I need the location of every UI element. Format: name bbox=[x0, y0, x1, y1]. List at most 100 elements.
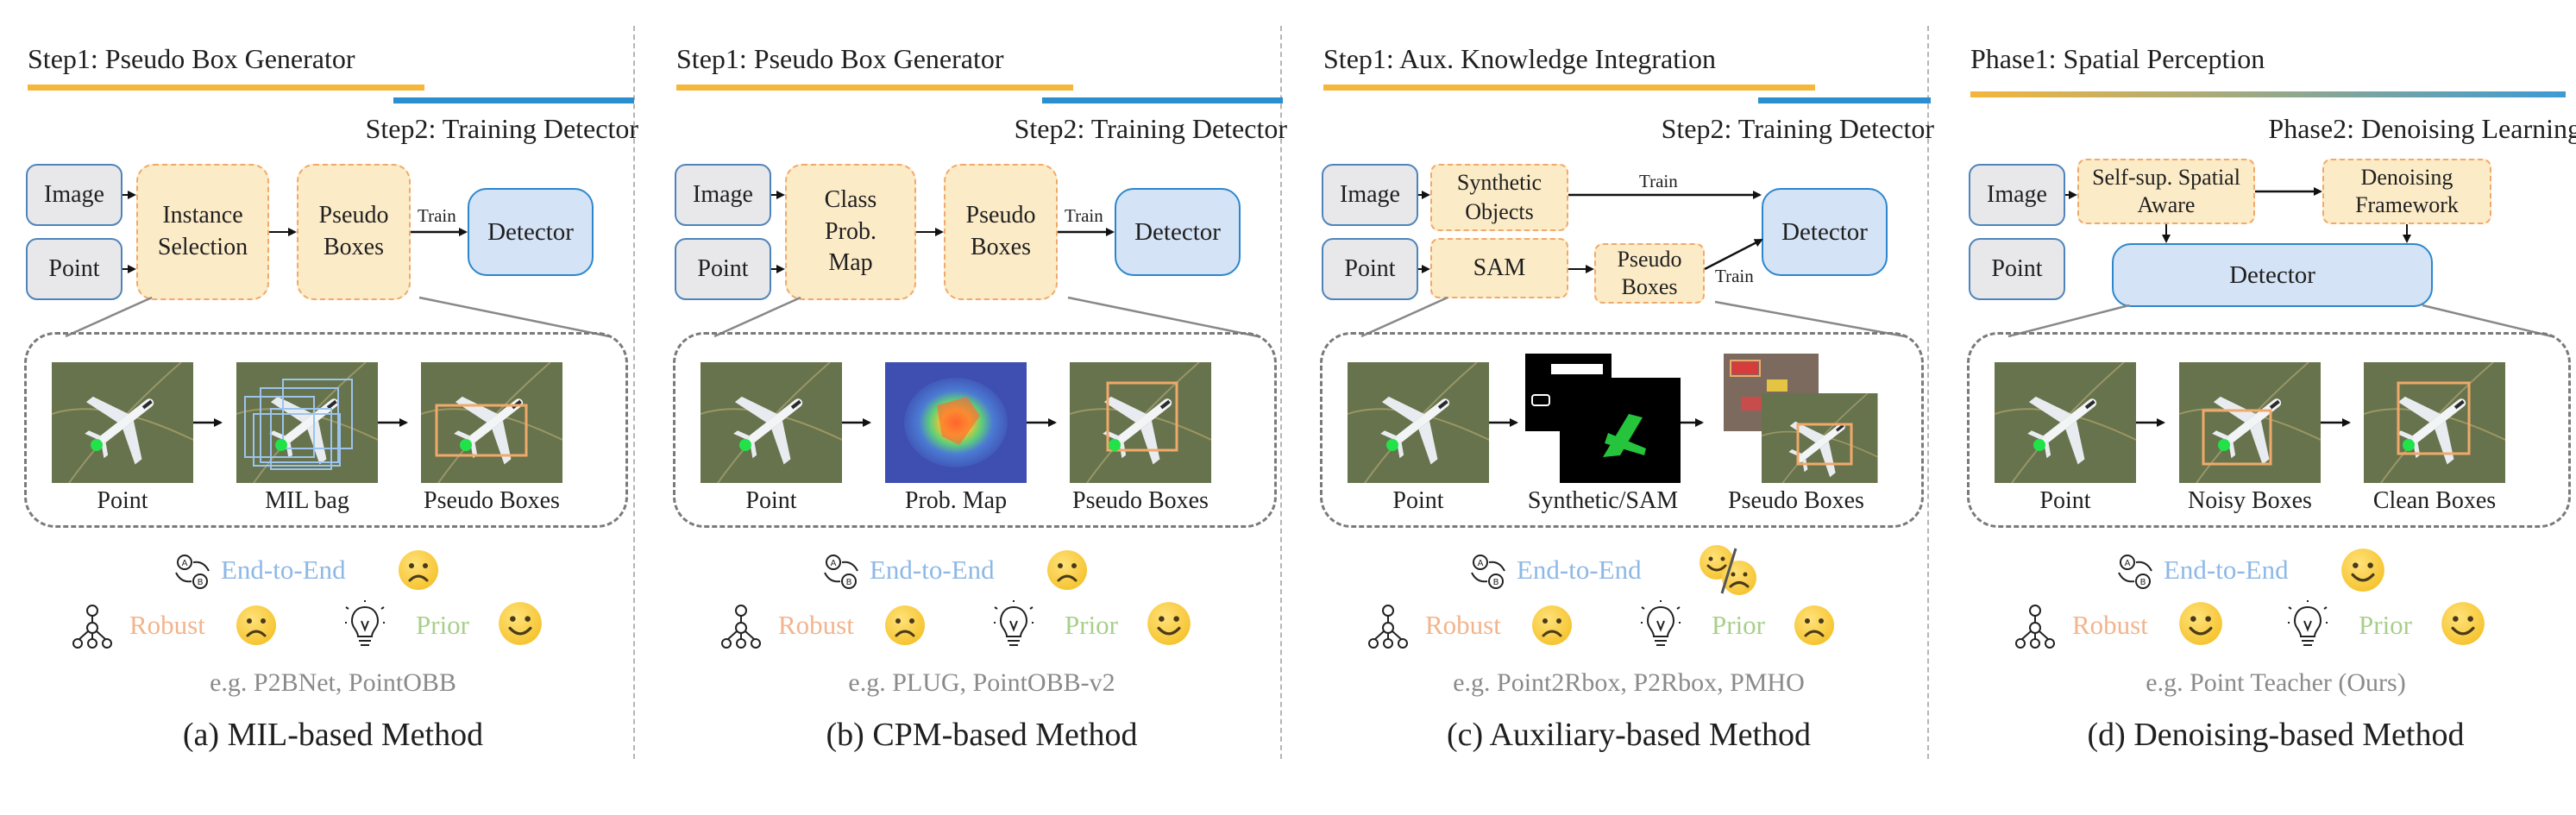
swap-icon: A B bbox=[2118, 555, 2152, 589]
caption-2: Noisy Boxes bbox=[2188, 487, 2312, 514]
panel-mil: Step1: Pseudo Box Generator Step2: Train… bbox=[14, 0, 652, 815]
caption-3: Clean Boxes bbox=[2372, 487, 2497, 514]
train-label: Train bbox=[1065, 205, 1103, 226]
svg-text:B: B bbox=[846, 578, 852, 587]
swap-icon: A B bbox=[175, 555, 210, 589]
point-input: Point bbox=[675, 238, 771, 300]
image-input: Image bbox=[675, 164, 771, 226]
step1-bar bbox=[1323, 85, 1815, 91]
end-to-end-label: End-to-End bbox=[1517, 555, 1642, 585]
caption-1: Point bbox=[1392, 487, 1444, 514]
point-thumbnail bbox=[1348, 362, 1489, 483]
happy-face-icon bbox=[2441, 602, 2485, 645]
happy-face-icon bbox=[1147, 602, 1191, 645]
panel-title: (c) Auxiliary-based Method bbox=[1446, 717, 1812, 753]
caption-1: Point bbox=[745, 487, 797, 514]
svg-text:A: A bbox=[182, 559, 188, 568]
step1-label: Step1: Aux. Knowledge Integration bbox=[1323, 43, 1717, 74]
sam-box: SAM bbox=[1430, 238, 1568, 298]
image-input: Image bbox=[1322, 164, 1418, 226]
panel-separator bbox=[633, 26, 635, 759]
svg-text:B: B bbox=[2140, 578, 2146, 587]
point-thumbnail bbox=[701, 362, 842, 483]
sad-face-icon bbox=[399, 550, 438, 590]
panel-title: (b) CPM-based Method bbox=[826, 717, 1138, 753]
detector-box: Detector bbox=[1115, 188, 1241, 276]
step1-bar bbox=[28, 85, 424, 91]
network-icon bbox=[72, 605, 112, 649]
pseudo-boxes-thumbnail bbox=[1724, 354, 1879, 483]
robust-label: Robust bbox=[2072, 610, 2148, 640]
step1-label: Step1: Pseudo Box Generator bbox=[28, 43, 355, 74]
panel-auxiliary: Step1: Aux. Knowledge Integration Step2:… bbox=[1310, 0, 1948, 815]
pseudo-boxes-box: Pseudo Boxes bbox=[944, 164, 1058, 300]
phase1-label: Phase1: Spatial Perception bbox=[1970, 43, 2265, 74]
pseudo-boxes-box: Pseudo Boxes bbox=[1594, 243, 1705, 304]
pseudo-boxes-box: Pseudo Boxes bbox=[297, 164, 411, 300]
bulb-icon bbox=[994, 600, 1034, 646]
example-strip bbox=[1320, 332, 1924, 528]
prior-label: Prior bbox=[1065, 610, 1118, 640]
detector-box: Detector bbox=[468, 188, 594, 276]
step2-label: Step2: Training Detector bbox=[1014, 113, 1287, 144]
example-strip bbox=[1967, 332, 2571, 528]
pseudo-boxes-thumbnail bbox=[1070, 362, 1211, 483]
happy-face-icon bbox=[499, 602, 542, 645]
noisy-boxes-thumbnail bbox=[2179, 362, 2321, 483]
caption-2: MIL bag bbox=[265, 487, 349, 514]
point-thumbnail bbox=[52, 362, 193, 483]
svg-text:B: B bbox=[198, 578, 204, 587]
class-prob-map-box: Class Prob. Map bbox=[785, 164, 916, 300]
panel-denoising: Phase1: Spatial Perception Phase2: Denoi… bbox=[1957, 0, 2576, 815]
prior-label: Prior bbox=[2359, 610, 2412, 640]
connector-lines bbox=[65, 191, 610, 427]
step1-label: Step1: Pseudo Box Generator bbox=[676, 43, 1004, 74]
robust-label: Robust bbox=[778, 610, 854, 640]
train-label: Train bbox=[418, 205, 456, 226]
synthetic-sam-thumbnail bbox=[1525, 354, 1681, 483]
panel-separator bbox=[1280, 26, 1282, 759]
point-input: Point bbox=[26, 238, 123, 300]
sad-face-icon bbox=[1794, 605, 1834, 645]
pseudo-boxes-thumbnail bbox=[421, 362, 562, 483]
panel-cpm: Step1: Pseudo Box Generator Step2: Train… bbox=[663, 0, 1301, 815]
connector-lines bbox=[2007, 187, 2553, 427]
point-thumbnail bbox=[1995, 362, 2136, 483]
examples-text: e.g. P2BNet, PointOBB bbox=[210, 668, 456, 697]
prior-label: Prior bbox=[1712, 610, 1765, 640]
step2-label: Step2: Training Detector bbox=[1661, 113, 1934, 144]
bulb-icon bbox=[1641, 600, 1681, 646]
end-to-end-label: End-to-End bbox=[221, 555, 346, 585]
step2-bar bbox=[1758, 97, 1931, 103]
robust-label: Robust bbox=[1425, 610, 1501, 640]
panel-title: (d) Denoising-based Method bbox=[2087, 717, 2465, 753]
self-sup-spatial-aware-box: Self-sup. Spatial Aware bbox=[2077, 159, 2255, 224]
caption-1: Point bbox=[97, 487, 148, 514]
svg-text:A: A bbox=[831, 559, 837, 568]
end-to-end-label: End-to-End bbox=[870, 555, 995, 585]
end-to-end-label: End-to-End bbox=[2164, 555, 2289, 585]
image-input: Image bbox=[26, 164, 123, 226]
network-icon bbox=[1368, 605, 1408, 649]
happy-face-icon bbox=[2179, 602, 2222, 645]
panel-title: (a) MIL-based Method bbox=[182, 717, 484, 753]
phase-bar bbox=[1970, 91, 2566, 97]
svg-text:A: A bbox=[1478, 559, 1484, 568]
caption-2: Prob. Map bbox=[904, 487, 1008, 514]
caption-1: Point bbox=[2039, 487, 2091, 514]
train-label: Train bbox=[1639, 171, 1678, 191]
caption-3: Pseudo Boxes bbox=[424, 487, 560, 514]
point-input: Point bbox=[1969, 238, 2065, 300]
phase2-label: Phase2: Denoising Learning bbox=[2268, 113, 2576, 144]
detector-box: Detector bbox=[2112, 243, 2433, 307]
self-sup-label: Self-sup. Spatial Aware bbox=[2092, 165, 2240, 217]
denoising-label: Denoising Framework bbox=[2355, 165, 2459, 217]
connector-lines bbox=[1360, 191, 1906, 427]
sad-face-icon bbox=[885, 605, 925, 645]
step2-bar bbox=[393, 97, 634, 103]
swap-icon: A B bbox=[1471, 555, 1505, 589]
example-strip bbox=[673, 332, 1277, 528]
step2-label: Step2: Training Detector bbox=[365, 113, 638, 144]
step1-bar bbox=[676, 85, 1073, 91]
